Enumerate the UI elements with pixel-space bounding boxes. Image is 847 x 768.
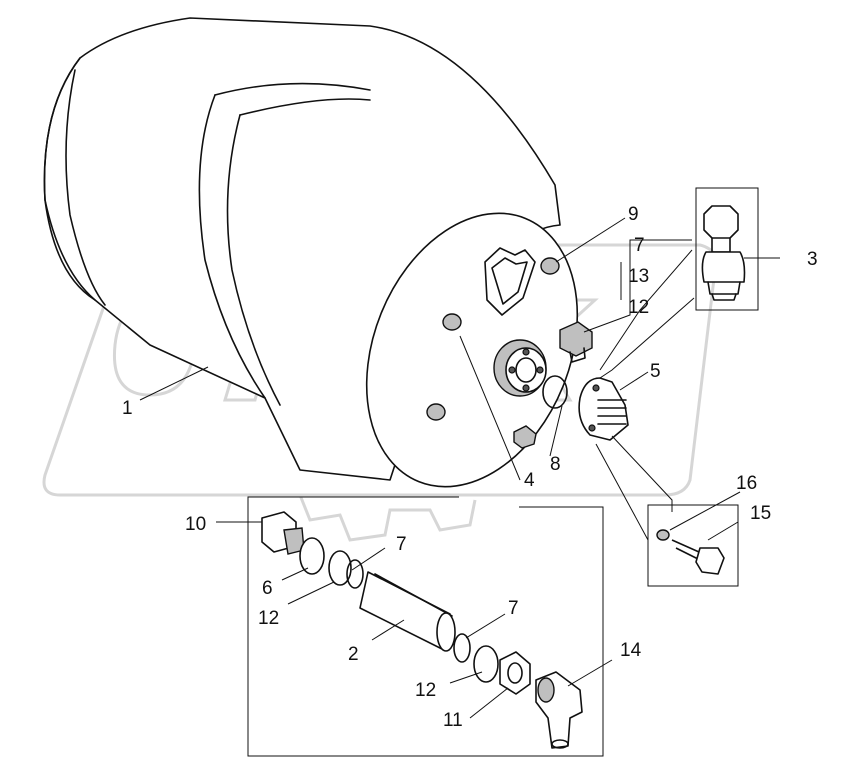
drain-valve — [701, 205, 746, 301]
callout-3: 3 — [807, 249, 818, 270]
callout-8: 8 — [550, 454, 561, 475]
valve-body — [578, 377, 629, 441]
adapter-2 — [359, 571, 456, 652]
callout-13: 13 — [628, 266, 649, 287]
callout-7-upper: 7 — [396, 534, 407, 555]
callout-9: 9 — [628, 204, 639, 225]
callout-16: 16 — [736, 473, 757, 494]
callout-7-lower: 7 — [508, 598, 519, 619]
elbow-14 — [535, 671, 583, 749]
callout-15: 15 — [750, 503, 771, 524]
callout-6: 6 — [262, 578, 273, 599]
o-ring-8 — [542, 375, 568, 409]
bolt — [656, 529, 725, 575]
flange — [493, 339, 547, 397]
hose-kit-box — [247, 496, 604, 757]
callout-12-upper: 12 — [258, 608, 279, 629]
o-ring-7-upper — [346, 559, 364, 589]
callout-11: 11 — [443, 710, 463, 731]
callout-7-top: 7 — [634, 235, 645, 256]
air-tank — [43, 17, 579, 488]
callout-14: 14 — [620, 640, 642, 661]
ring-12-upper — [328, 550, 352, 586]
bolt-kit-box — [647, 504, 739, 587]
callout-12-lower: 12 — [415, 680, 436, 701]
valve-kit-box — [695, 187, 759, 311]
callout-4: 4 — [524, 470, 535, 491]
plug-boss-left — [442, 313, 462, 331]
nut-11 — [499, 651, 531, 695]
drain-plug — [559, 321, 593, 363]
connector-10 — [261, 511, 305, 555]
plug-boss-bottom — [426, 403, 446, 421]
callout-5: 5 — [650, 361, 661, 382]
plug-boss-top — [540, 257, 560, 275]
callout-labels: 1 2 3 4 5 6 7 7 7 8 9 10 11 12 12 12 13 … — [122, 204, 818, 731]
o-ring-7-lower — [453, 633, 471, 663]
callout-10: 10 — [185, 514, 206, 535]
leader-lines — [139, 217, 780, 719]
small-fitting — [513, 425, 537, 449]
callout-2: 2 — [348, 644, 359, 665]
callout-12-top: 12 — [628, 297, 649, 318]
washer-16 — [656, 529, 670, 541]
callout-1: 1 — [122, 398, 133, 419]
ring-12-lower — [473, 645, 499, 683]
ring-6 — [299, 537, 325, 575]
